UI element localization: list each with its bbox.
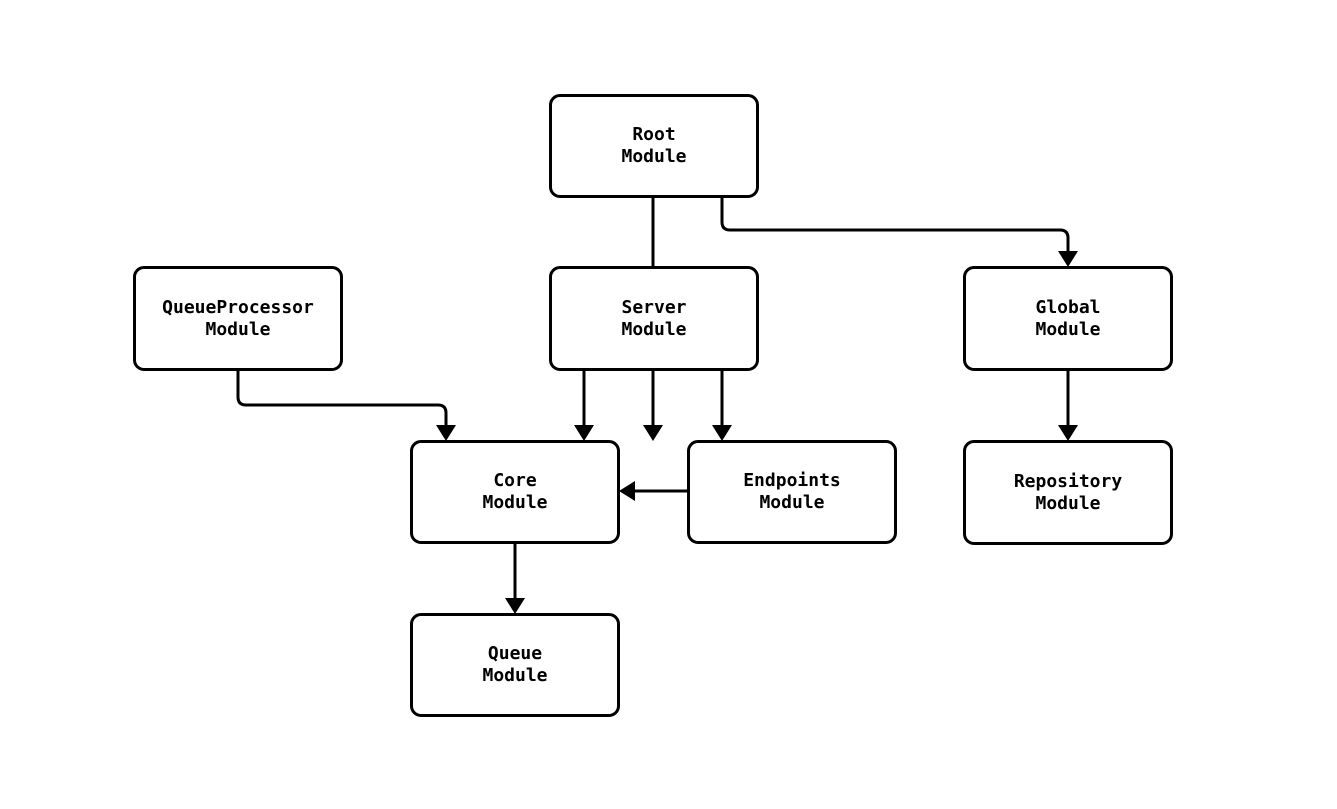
node-queue-module-label: Queue Module: [482, 643, 548, 686]
edge-endpoints-to-core: [619, 481, 687, 501]
node-repository-module[interactable]: Repository Module: [963, 440, 1173, 545]
edge-root-to-global: [720, 198, 1078, 267]
node-endpoints-module-label: Endpoints Module: [743, 470, 841, 513]
node-queueprocessor-module[interactable]: QueueProcessor Module: [133, 266, 343, 371]
edge-global-to-repository: [1058, 371, 1078, 441]
node-repository-module-label: Repository Module: [1013, 470, 1123, 514]
node-root-module-label: Root Module: [621, 124, 687, 167]
node-queueprocessor-module-label: QueueProcessor Module: [162, 296, 314, 340]
edge-server-to-core: [574, 371, 594, 441]
node-core-module[interactable]: Core Module: [410, 440, 620, 544]
node-global-module-label: Global Module: [1035, 296, 1101, 340]
edge-server-to-endpoints: [712, 371, 732, 441]
node-core-module-label: Core Module: [482, 470, 548, 513]
edge-core-to-queue: [505, 544, 525, 614]
node-server-module[interactable]: Server Module: [549, 266, 759, 371]
node-root-module[interactable]: Root Module: [549, 94, 759, 198]
edge-queueprocessor-to-core: [236, 371, 456, 441]
node-queue-module[interactable]: Queue Module: [410, 613, 620, 717]
node-endpoints-module[interactable]: Endpoints Module: [687, 440, 897, 544]
node-server-module-label: Server Module: [621, 296, 687, 340]
node-global-module[interactable]: Global Module: [963, 266, 1173, 371]
